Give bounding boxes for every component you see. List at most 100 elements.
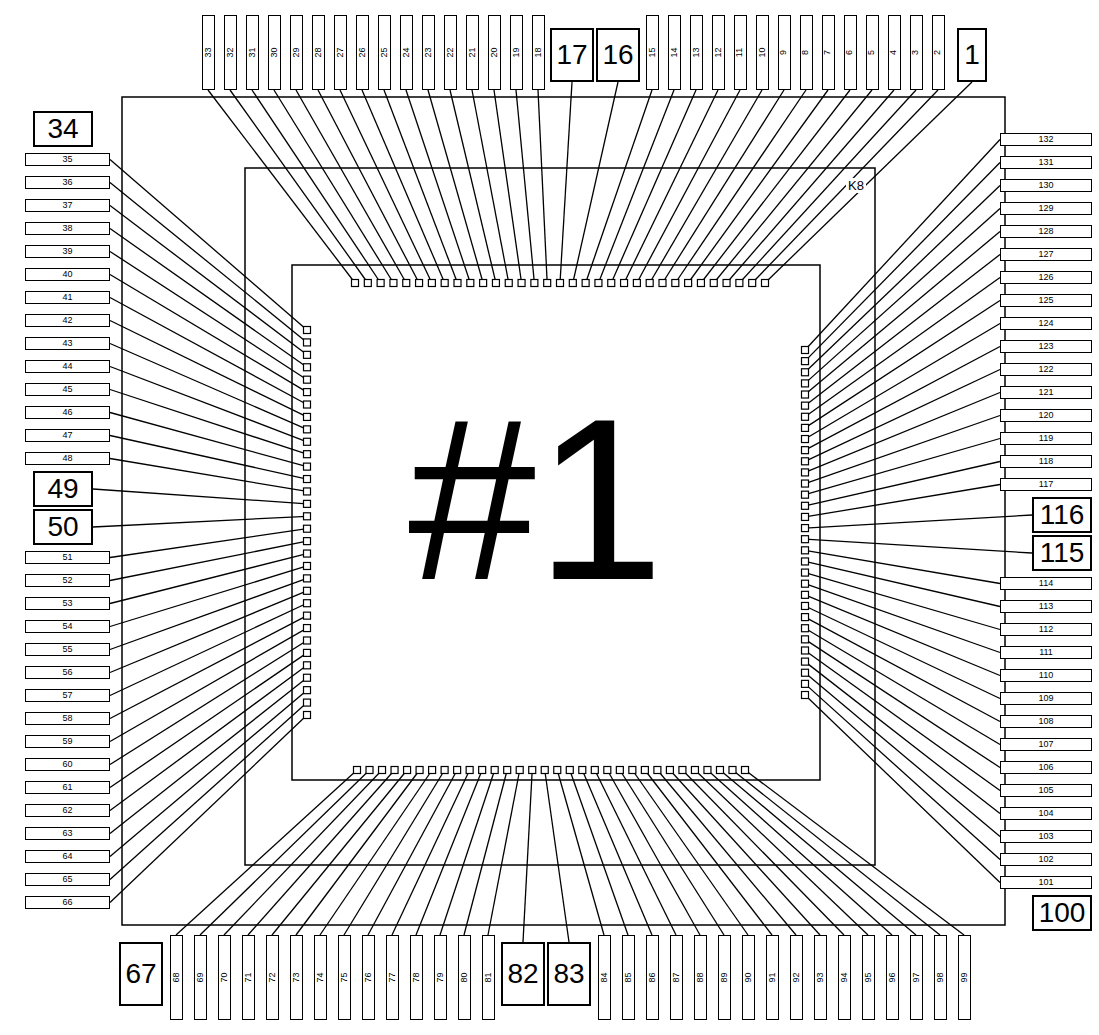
- bond-pad: [749, 280, 756, 287]
- bond-pad: [352, 280, 359, 287]
- pin-number: 41: [62, 293, 72, 302]
- bond-pad: [304, 389, 311, 396]
- package-pin: 44: [25, 360, 110, 373]
- package-pin: 96: [886, 935, 899, 1020]
- pin-number: 4: [889, 50, 898, 55]
- pin-number: 40: [62, 270, 72, 279]
- pin-number: 3: [911, 50, 920, 55]
- package-pin: 76: [362, 935, 375, 1020]
- bond-wire: [570, 770, 628, 935]
- package-pin: 112: [1000, 623, 1092, 636]
- package-pin: 7: [822, 15, 835, 90]
- bond-pad: [595, 280, 602, 287]
- pin-number: 131: [1038, 158, 1053, 167]
- pin-number: 73: [291, 972, 300, 982]
- bond-wire: [110, 665, 307, 810]
- bond-pad: [304, 674, 311, 681]
- pin-number-box: 17: [550, 28, 594, 82]
- bond-wire: [714, 90, 872, 283]
- pin-number: 92: [791, 972, 800, 982]
- bond-pad: [480, 280, 487, 287]
- bond-wire: [110, 459, 307, 492]
- pin-number: 108: [1038, 717, 1053, 726]
- corner-mark: K8: [846, 178, 866, 193]
- pin-number: 110: [1039, 671, 1053, 680]
- bond-wire: [632, 770, 748, 935]
- package-pin: 26: [356, 15, 369, 90]
- pin-number: 72: [267, 972, 276, 982]
- bond-pad: [802, 391, 809, 398]
- package-pin: 9: [778, 15, 791, 90]
- pin-number: 34: [47, 115, 78, 143]
- pin-number-box: 115: [1032, 535, 1092, 571]
- bond-wire: [805, 617, 1000, 721]
- package-pin: 48: [25, 452, 110, 465]
- pin-number: 125: [1038, 296, 1053, 305]
- bond-wire: [805, 485, 1000, 517]
- bond-wire: [707, 770, 892, 935]
- bond-wire: [248, 770, 395, 935]
- bond-wire: [272, 770, 407, 935]
- pin-number: 23: [423, 47, 432, 57]
- bond-wire: [745, 770, 964, 935]
- pin-number-box: 67: [119, 942, 163, 1006]
- pin-number: 27: [335, 47, 344, 57]
- package-pin: 78: [410, 935, 423, 1020]
- pin-number: 44: [62, 362, 72, 371]
- package-pin: 64: [25, 850, 110, 863]
- bond-wire: [472, 90, 509, 283]
- pin-number: 65: [62, 875, 72, 884]
- bond-pad: [403, 280, 410, 287]
- bond-pad: [802, 658, 809, 665]
- package-pin: 30: [268, 15, 281, 90]
- pin-number: 1: [964, 41, 980, 69]
- pin-number: 39: [62, 247, 72, 256]
- package-pin: 43: [25, 337, 110, 350]
- package-pin: 21: [466, 15, 479, 90]
- bond-wire: [805, 539, 1032, 553]
- package-pin: 98: [934, 935, 947, 1020]
- bond-wire: [805, 650, 1000, 790]
- package-pin: 114: [1000, 577, 1092, 590]
- bond-pad: [304, 351, 311, 358]
- bond-wire: [416, 770, 482, 935]
- bond-wire: [450, 90, 496, 283]
- bond-wire: [110, 229, 307, 368]
- pin-number: 37: [62, 201, 72, 210]
- bond-pad: [802, 591, 809, 598]
- bond-pad: [304, 649, 311, 656]
- bond-pad: [557, 280, 564, 287]
- pin-number: 52: [62, 576, 72, 585]
- pin-number: 104: [1038, 809, 1053, 818]
- bond-pad: [802, 413, 809, 420]
- bond-wire: [488, 770, 520, 935]
- pin-number: 100: [1039, 899, 1086, 927]
- pin-number: 122: [1038, 365, 1053, 374]
- bond-pad: [604, 767, 611, 774]
- package-pin: 57: [25, 689, 110, 702]
- bond-pad: [541, 767, 548, 774]
- pin-number: 99: [959, 972, 968, 982]
- package-pin: 126: [1000, 271, 1092, 284]
- bond-pad: [802, 358, 809, 365]
- package-pin: 68: [170, 935, 183, 1020]
- pin-number: 128: [1038, 227, 1053, 236]
- pin-number: 45: [62, 385, 72, 394]
- package-pin: 36: [25, 176, 110, 189]
- bond-pad: [479, 767, 486, 774]
- package-pin: 70: [218, 935, 231, 1020]
- bond-pad: [304, 339, 311, 346]
- bond-pad: [531, 280, 538, 287]
- pin-number: 50: [47, 513, 78, 541]
- bond-wire: [805, 584, 1000, 653]
- bond-wire: [110, 344, 307, 430]
- bond-pad: [802, 547, 809, 554]
- package-pin: 97: [910, 935, 923, 1020]
- bond-pad: [441, 280, 448, 287]
- package-pin: 6: [844, 15, 857, 90]
- package-pin: 31: [246, 15, 259, 90]
- bond-pad: [633, 280, 640, 287]
- bond-wire: [805, 416, 1000, 484]
- pin-number: 69: [195, 972, 204, 982]
